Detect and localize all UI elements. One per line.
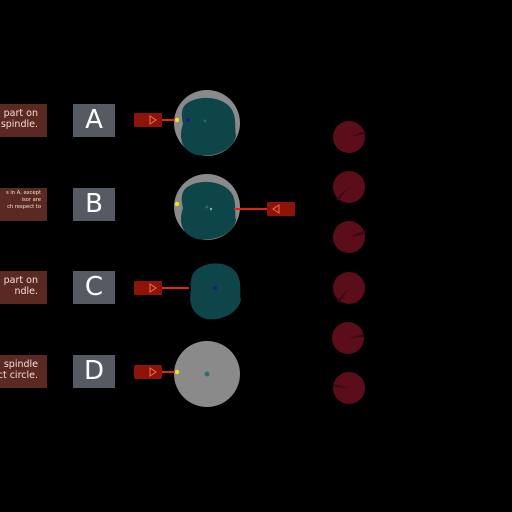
note-d-text: spindle ct circle.	[0, 359, 38, 381]
note-a: part on spindle.	[0, 104, 47, 137]
part-c	[190, 263, 241, 320]
spindle-center-b	[205, 205, 209, 209]
spindle-center-d	[204, 371, 210, 377]
part-center-a	[186, 118, 190, 122]
part-b	[180, 181, 236, 240]
rotation-dial-icon	[333, 372, 365, 404]
rotation-dial-icon	[332, 322, 364, 354]
part-center-b	[209, 207, 213, 211]
tag-a: A	[73, 104, 115, 137]
rotation-dial-icon	[333, 221, 366, 253]
tag-c: C	[73, 271, 115, 304]
tag-d: D	[73, 355, 115, 388]
rotation-dial-icon	[333, 121, 366, 153]
spindle-center-a	[203, 119, 207, 123]
row-d-graphics	[134, 341, 240, 407]
tag-b: B	[73, 188, 115, 221]
contact-point-d	[174, 369, 180, 375]
laser-sensor-icon	[134, 365, 162, 379]
rotation-dial-icon	[333, 272, 365, 304]
laser-sensor-icon	[134, 113, 162, 127]
note-a-text: part on spindle.	[0, 108, 38, 130]
row-c-graphics	[134, 263, 241, 320]
part-center-c	[213, 286, 217, 290]
note-d: spindle ct circle.	[0, 355, 47, 388]
note-b-text: s in A, except isor are ch respect to	[5, 190, 41, 210]
note-c-text: part on ndle.	[3, 275, 38, 297]
note-c: part on ndle.	[0, 271, 47, 304]
row-b-graphics	[174, 174, 295, 240]
part-a	[180, 97, 236, 156]
note-b: s in A, except isor are ch respect to	[0, 188, 47, 221]
laser-sensor-icon	[134, 281, 162, 295]
rotation-dial-icon	[333, 171, 365, 203]
laser-sensor-icon	[267, 202, 295, 216]
row-a-graphics	[134, 90, 240, 156]
contact-point-b	[174, 201, 180, 207]
contact-point-a	[174, 117, 180, 123]
